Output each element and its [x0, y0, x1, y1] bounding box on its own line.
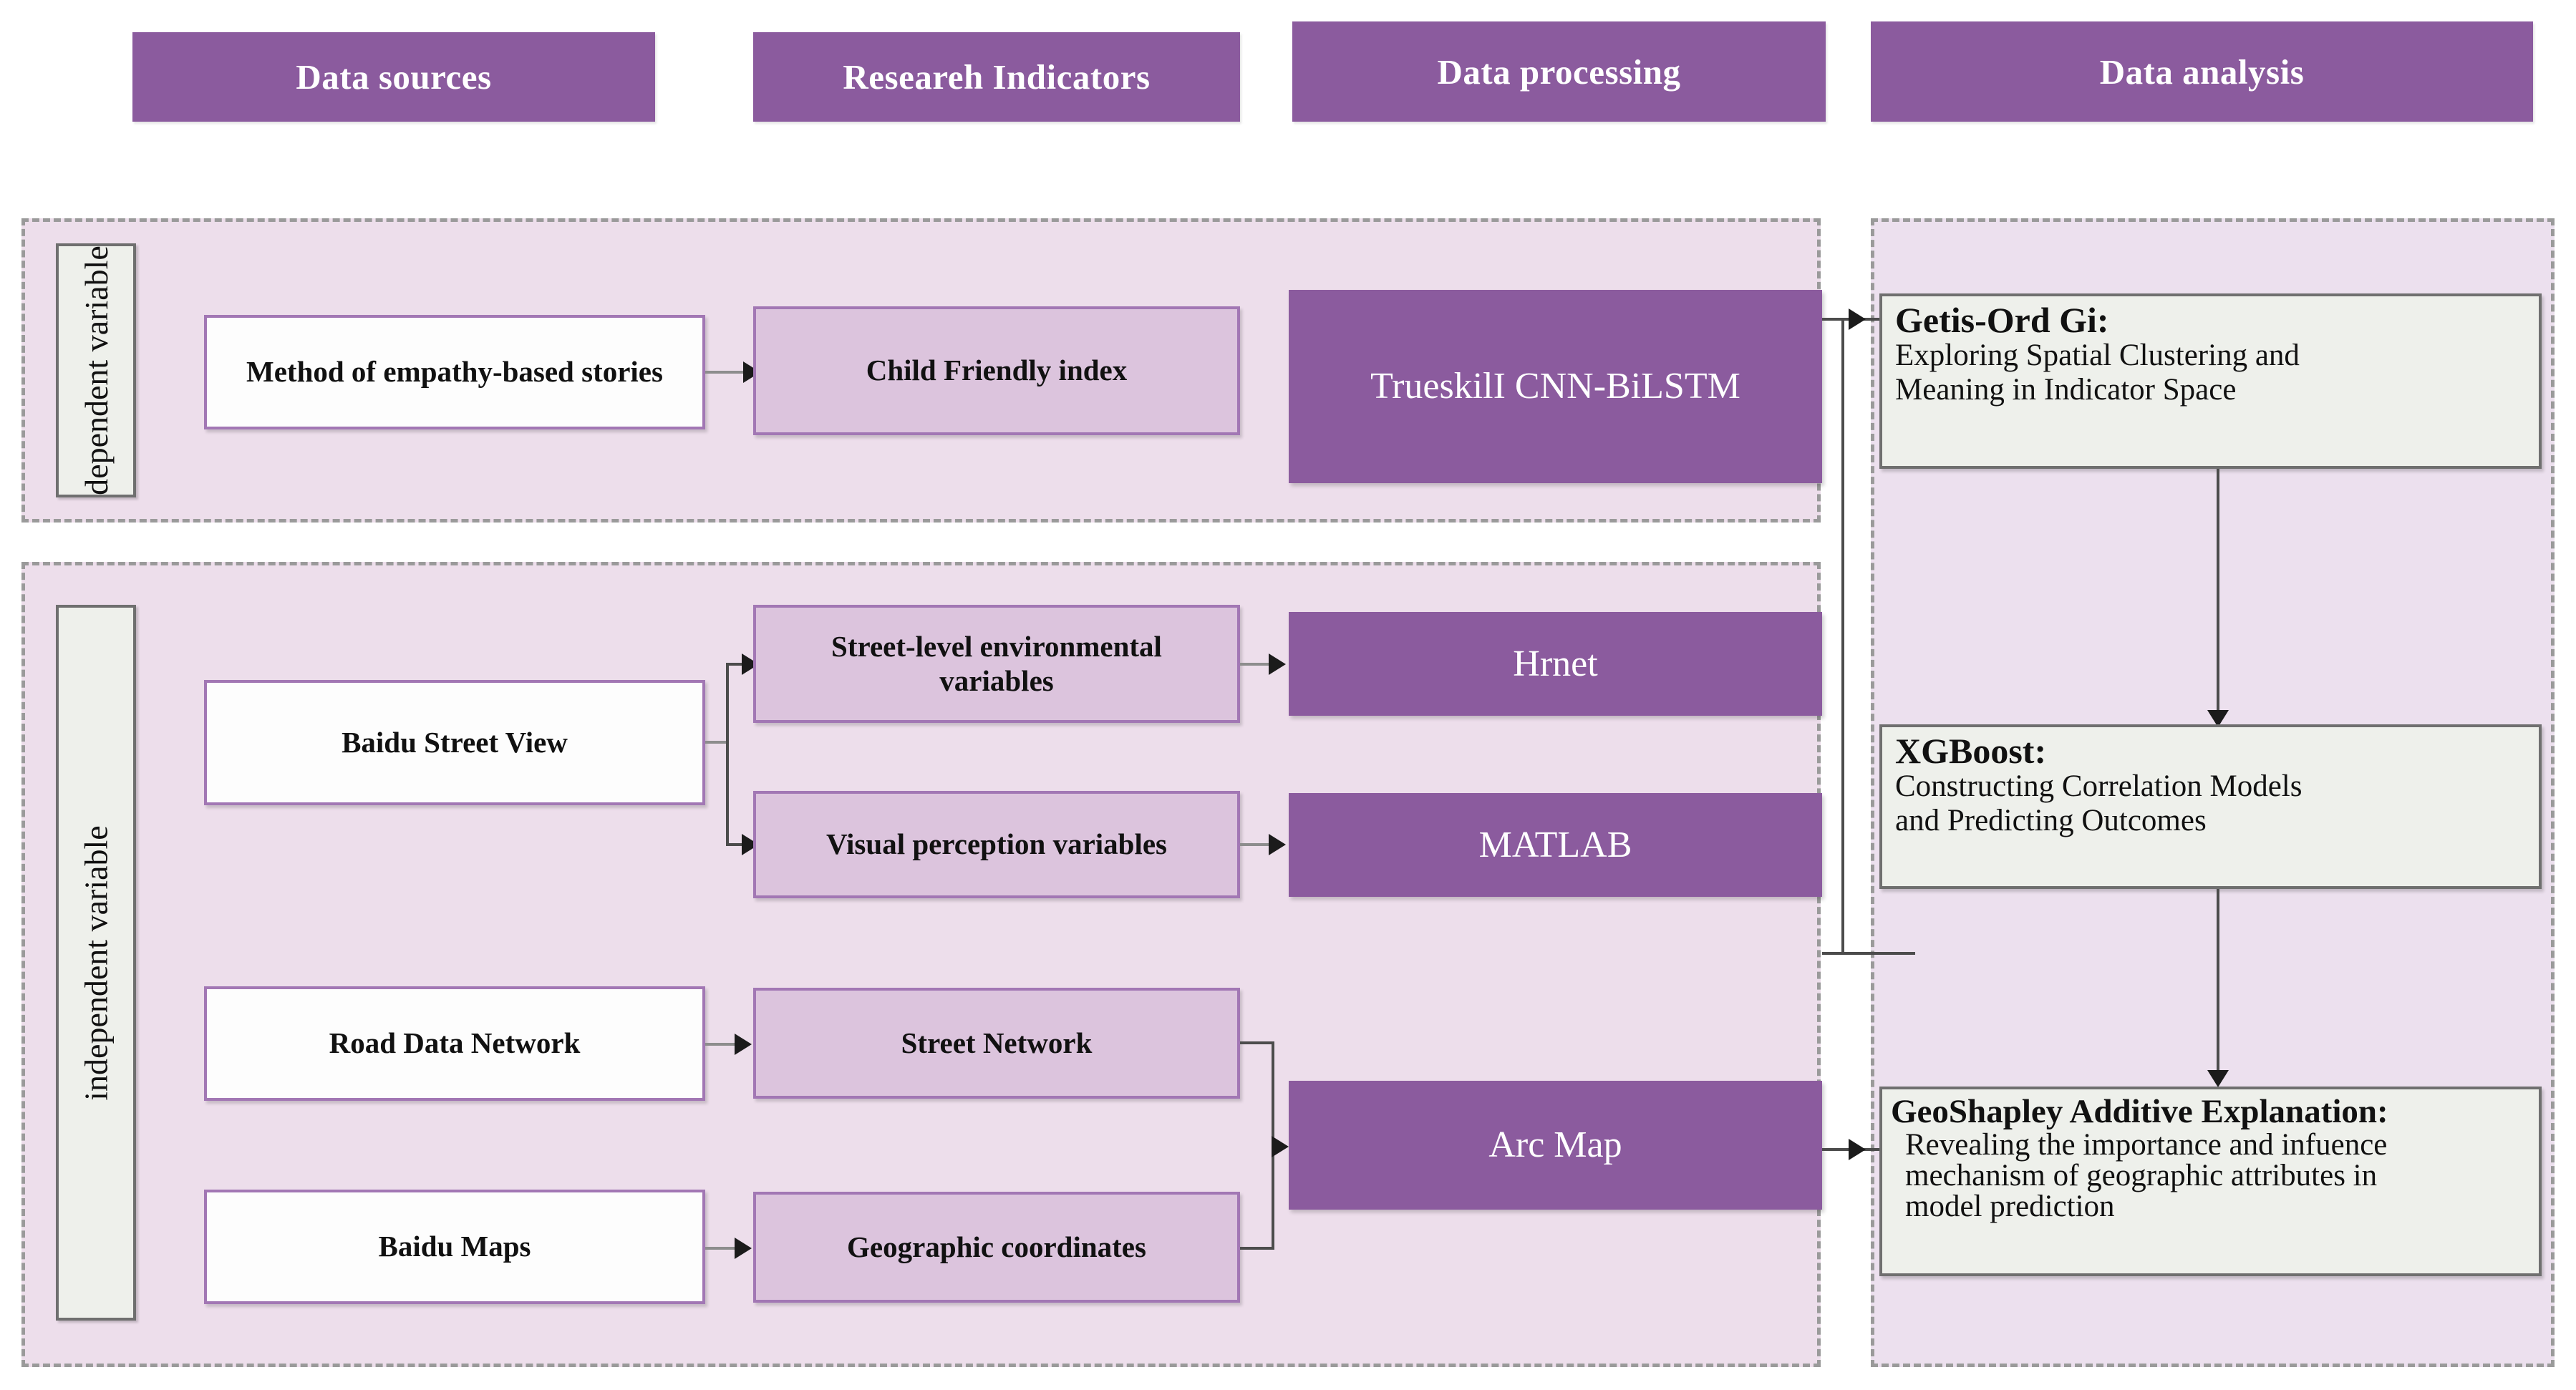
- header-data-processing: Data processing: [1292, 21, 1826, 122]
- node-baidu-street-view[interactable]: Baidu Street View: [204, 680, 705, 805]
- node-label: Arc Map: [1488, 1124, 1622, 1166]
- group-label-independent-variable: independent variable: [56, 605, 136, 1321]
- node-label: Hrnet: [1513, 643, 1598, 684]
- header-data-analysis-label: Data analysis: [2099, 52, 2305, 92]
- node-label: Geographic coordinates: [847, 1230, 1146, 1263]
- analysis-title: XGBoost:: [1895, 731, 2047, 771]
- node-trueskill-cnn-bilstm[interactable]: TrueskilI CNN-BiLSTM: [1289, 290, 1822, 483]
- arrow-road-to-street-network: [735, 1034, 752, 1055]
- connector-merge-bottom: [1240, 1247, 1274, 1250]
- header-research-indicators-label: Researeh Indicators: [843, 57, 1151, 97]
- arrow-street-level-to-hrnet: [1269, 653, 1286, 675]
- arrow-into-getis-ord: [1849, 308, 1866, 330]
- header-data-sources: Data sources: [132, 32, 655, 122]
- node-xgboost[interactable]: XGBoost: Constructing Correlation Models…: [1879, 724, 2542, 889]
- connector-road-to-street-network: [705, 1043, 740, 1046]
- header-data-sources-label: Data sources: [296, 57, 492, 97]
- arrow-merge-to-arcmap: [1272, 1136, 1289, 1157]
- analysis-line: model prediction: [1905, 1189, 2115, 1223]
- node-baidu-maps[interactable]: Baidu Maps: [204, 1190, 705, 1304]
- connector-xgboost-to-geoshapley: [2217, 889, 2219, 1082]
- node-child-friendly-index[interactable]: Child Friendly index: [753, 306, 1240, 435]
- connector-bsv-to-visual-perception: [726, 843, 746, 846]
- node-label: Baidu Street View: [342, 725, 568, 759]
- connector-bsv-stub: [705, 741, 728, 744]
- node-label: Street-level environmental variables: [831, 630, 1162, 697]
- node-road-data-network[interactable]: Road Data Network: [204, 986, 705, 1101]
- node-hrnet[interactable]: Hrnet: [1289, 612, 1822, 716]
- connector-matlab-branch-vertical: [1841, 318, 1844, 955]
- node-getis-ord-gi[interactable]: Getis-Ord Gi: Exploring Spatial Clusteri…: [1879, 293, 2542, 469]
- analysis-line: Revealing the importance and infuence: [1905, 1127, 2388, 1162]
- node-street-level-environmental-variables[interactable]: Street-level environmental variables: [753, 605, 1240, 723]
- node-label: Child Friendly index: [866, 354, 1128, 387]
- connector-visual-to-matlab: [1240, 843, 1274, 846]
- connector-empathy-to-index: [705, 371, 748, 374]
- node-method-of-empathy-based-stories[interactable]: Method of empathy-based stories: [204, 315, 705, 429]
- arrow-xgboost-to-geoshapley: [2207, 1070, 2229, 1087]
- header-data-analysis: Data analysis: [1871, 21, 2533, 122]
- node-matlab[interactable]: MATLAB: [1289, 793, 1822, 897]
- connector-getis-to-xgboost: [2217, 469, 2219, 723]
- node-geoshapley-additive-explanation[interactable]: GeoShapley Additive Explanation: Reveali…: [1879, 1087, 2542, 1276]
- analysis-line: and Predicting Outcomes: [1895, 804, 2207, 838]
- analysis-line: Exploring Spatial Clustering and: [1895, 339, 2300, 372]
- analysis-line: Meaning in Indicator Space: [1895, 373, 2237, 407]
- connector-bsv-to-street-level: [726, 663, 746, 666]
- node-label: Road Data Network: [329, 1026, 581, 1060]
- node-label: MATLAB: [1478, 824, 1632, 865]
- node-street-network[interactable]: Street Network: [753, 988, 1240, 1099]
- connector-matlab-branch-horizontal: [1822, 952, 1915, 955]
- group-label-dependent-variable: dependent variable: [56, 243, 136, 497]
- header-data-processing-label: Data processing: [1437, 52, 1681, 92]
- node-geographic-coordinates[interactable]: Geographic coordinates: [753, 1192, 1240, 1303]
- arrow-visual-to-matlab: [1269, 834, 1286, 855]
- node-label: Baidu Maps: [378, 1230, 531, 1263]
- node-visual-perception-variables[interactable]: Visual perception variables: [753, 791, 1240, 898]
- connector-trueskill-to-getis: [1822, 318, 1915, 321]
- connector-bsv-vertical: [726, 664, 729, 845]
- group-label-independent-variable-text: independent variable: [77, 825, 115, 1101]
- analysis-title: Getis-Ord Gi:: [1895, 300, 2109, 340]
- analysis-line: mechanism of geographic attributes in: [1905, 1158, 2378, 1192]
- node-label: TrueskilI CNN-BiLSTM: [1370, 366, 1740, 407]
- node-label: Method of empathy-based stories: [246, 355, 663, 389]
- analysis-line: Constructing Correlation Models: [1895, 769, 2303, 803]
- connector-arcmap-to-geoshapley: [1822, 1148, 1915, 1151]
- node-label: Visual perception variables: [825, 827, 1168, 861]
- node-arc-map[interactable]: Arc Map: [1289, 1081, 1822, 1210]
- group-label-dependent-variable-text: dependent variable: [77, 246, 115, 495]
- arrow-maps-to-geo-coordinates: [735, 1238, 752, 1259]
- connector-maps-to-geo-coordinates: [705, 1247, 740, 1250]
- connector-street-level-to-hrnet: [1240, 663, 1274, 666]
- arrow-arcmap-to-geoshapley: [1849, 1139, 1866, 1160]
- connector-merge-top: [1240, 1041, 1274, 1044]
- node-label: Street Network: [901, 1026, 1093, 1059]
- analysis-title: GeoShapley Additive Explanation:: [1891, 1093, 2388, 1130]
- header-research-indicators: Researeh Indicators: [753, 32, 1240, 122]
